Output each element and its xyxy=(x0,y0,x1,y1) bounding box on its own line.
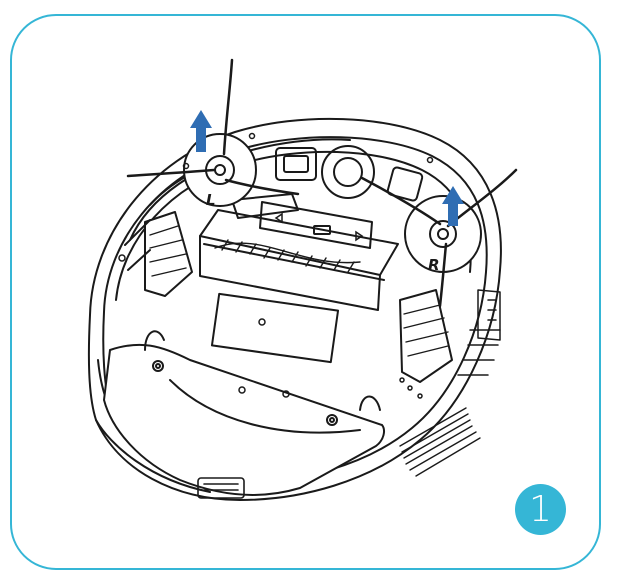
front-bumper-plate xyxy=(103,330,385,496)
exhaust-vents xyxy=(399,407,481,477)
latch-markers xyxy=(274,212,364,242)
left-brush-label: L xyxy=(206,191,216,209)
main-brush-housing xyxy=(199,201,399,311)
label-plate xyxy=(210,292,340,364)
right-brush-label: R xyxy=(428,256,440,274)
side-vent-grille xyxy=(457,289,501,376)
screws xyxy=(118,132,434,399)
left-side-brush xyxy=(126,58,300,196)
right-wheel xyxy=(399,289,453,383)
left-side-brush-hub xyxy=(183,133,257,207)
instruction-frame xyxy=(10,14,601,570)
left-wheel xyxy=(124,211,193,297)
dustbin-area xyxy=(231,145,424,219)
bottom-connector xyxy=(197,477,245,499)
right-arrow-up-icon xyxy=(442,186,464,226)
left-arrow-up-icon xyxy=(190,110,212,152)
step-number-badge: 1 xyxy=(515,484,566,535)
